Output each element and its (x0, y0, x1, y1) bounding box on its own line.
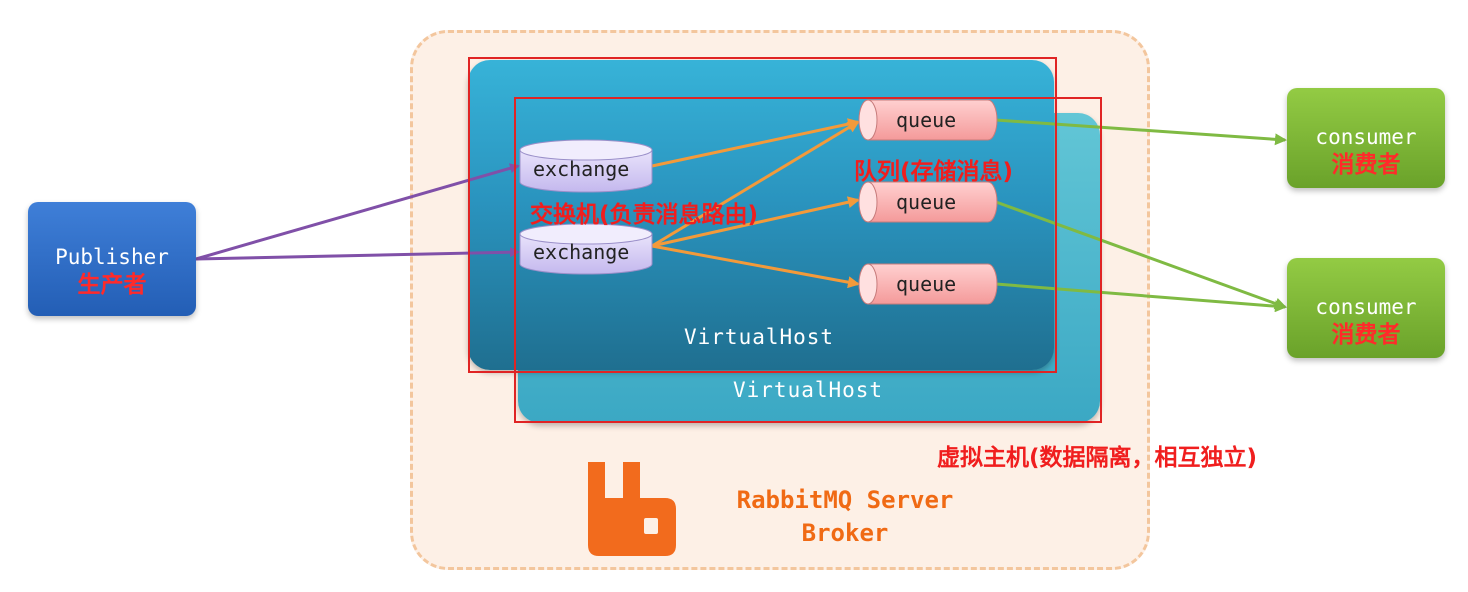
highlight-outer-vhost (468, 57, 1057, 373)
publish-arrow-2 (195, 247, 520, 261)
consume-arrow-2 (995, 200, 1287, 310)
highlight-inner-vhost (514, 97, 1102, 423)
queue-cylinder-1 (858, 99, 998, 141)
publisher-box: Publisher 生产者 (28, 202, 196, 316)
broker-subtitle: Broker (801, 519, 889, 547)
route-arrow-1 (651, 118, 860, 168)
note-exchange: 交换机(负责消息路由) (530, 202, 759, 228)
consumer-box-1: consumer 消费者 (1287, 88, 1445, 188)
note-vhost: 虚拟主机(数据隔离，相互独立) (937, 445, 1258, 471)
note-queue: 队列(存储消息) (854, 159, 1014, 185)
publisher-subtitle: 生产者 (77, 272, 147, 298)
queue-label-2: queue (896, 190, 957, 214)
consume-arrow-1 (995, 118, 1287, 146)
queue-label-1: queue (896, 108, 957, 132)
virtualhost-back-label: VirtualHost (733, 378, 884, 402)
queue-cylinder-3 (858, 263, 998, 305)
exchange-cylinder-2 (519, 223, 653, 275)
consumer-title-1: consumer (1315, 125, 1417, 149)
consumer-subtitle-2: 消费者 (1331, 322, 1401, 348)
publish-arrow-1 (195, 163, 520, 261)
exchange-label-1: exchange (533, 157, 630, 181)
exchange-label-2: exchange (533, 240, 630, 264)
consumer-title-2: consumer (1315, 295, 1417, 319)
consume-arrows (995, 118, 1287, 313)
consumer-subtitle-1: 消费者 (1331, 152, 1401, 178)
route-arrow-4 (651, 244, 860, 289)
queue-cylinder-2 (858, 181, 998, 223)
publisher-title: Publisher (55, 245, 169, 269)
virtualhost-front-label: VirtualHost (684, 325, 835, 349)
exchange-cylinder-1 (519, 139, 653, 193)
consumer-box-2: consumer 消费者 (1287, 258, 1445, 358)
publish-arrows (195, 163, 520, 261)
route-arrow-2 (651, 120, 860, 248)
route-arrow-3 (651, 196, 860, 248)
rabbitmq-logo-icon (588, 462, 676, 556)
route-arrows (651, 118, 860, 289)
broker-title: RabbitMQ Server (736, 486, 954, 514)
consume-arrow-3 (995, 282, 1287, 313)
queue-label-3: queue (896, 272, 957, 296)
